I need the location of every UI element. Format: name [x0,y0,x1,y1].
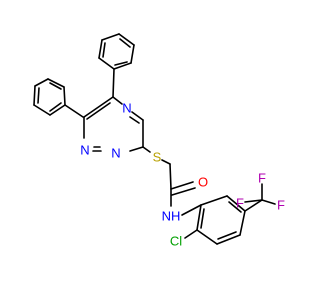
bond [98,57,115,70]
bond [169,163,172,190]
bond-double-inner [49,102,62,112]
bonds [33,33,276,245]
atom-s: S [153,150,162,165]
atom-f2: F [277,198,285,213]
bond [49,104,66,116]
bond [200,195,228,206]
bond [161,159,171,165]
bond [196,204,202,231]
bond [181,204,202,216]
atom-label-n1: N [80,143,89,158]
bond [101,33,120,41]
atom-labels: N N N S O NH Cl F F F [80,101,285,249]
atom-f1: F [258,171,266,186]
bond [261,199,276,205]
atom-label-nh: NH [162,209,181,224]
bond [226,195,246,212]
bond [170,181,194,190]
bond [113,62,132,70]
bond [131,111,144,121]
bond [244,199,263,212]
atom-n4: N [122,101,131,116]
bond [118,33,135,46]
atom-label-o: O [198,175,208,190]
bond [112,96,123,105]
atom-label-f3: F [236,196,244,211]
bond-double-inner [228,201,242,213]
bond [33,85,36,106]
bond [129,146,144,152]
atom-o: O [198,175,208,190]
bond [142,146,151,153]
bond [216,234,241,245]
bond [98,39,103,59]
atom-nh: NH [162,209,181,224]
bond [239,210,246,236]
bond-double-inner [114,61,128,66]
bond [33,104,51,116]
atom-label-n2: N [111,146,120,161]
bond [63,86,66,106]
bond [64,104,84,118]
atom-label-n4: N [122,101,131,116]
bond [83,96,114,118]
bond [244,199,263,203]
atom-label-f2: F [277,198,285,213]
bond-double-inner [217,231,237,240]
bond-double-inner [37,87,40,104]
bond-double-inner [171,187,196,196]
molecule-structure-diagram: N N N S O NH Cl F F F [33,33,285,249]
bond [196,229,218,245]
atom-label-s: S [153,150,162,165]
atom-n1: N [80,143,89,158]
bond-double-inner [49,82,62,90]
bond [184,229,198,239]
bond [112,68,115,98]
bond-double-inner [102,42,106,58]
bond-double-inner [119,38,131,48]
bond [130,44,135,64]
atom-n2: N [111,146,120,161]
bond-double-inner [86,102,111,120]
bond [34,78,49,87]
atom-label-f1: F [258,171,266,186]
atom-label-cl: Cl [170,234,182,249]
bond [47,78,65,88]
atom-cl: Cl [170,234,182,249]
bond-double-inner [200,208,205,229]
atom-f3: F [236,196,244,211]
bond-double-inner [129,116,140,124]
